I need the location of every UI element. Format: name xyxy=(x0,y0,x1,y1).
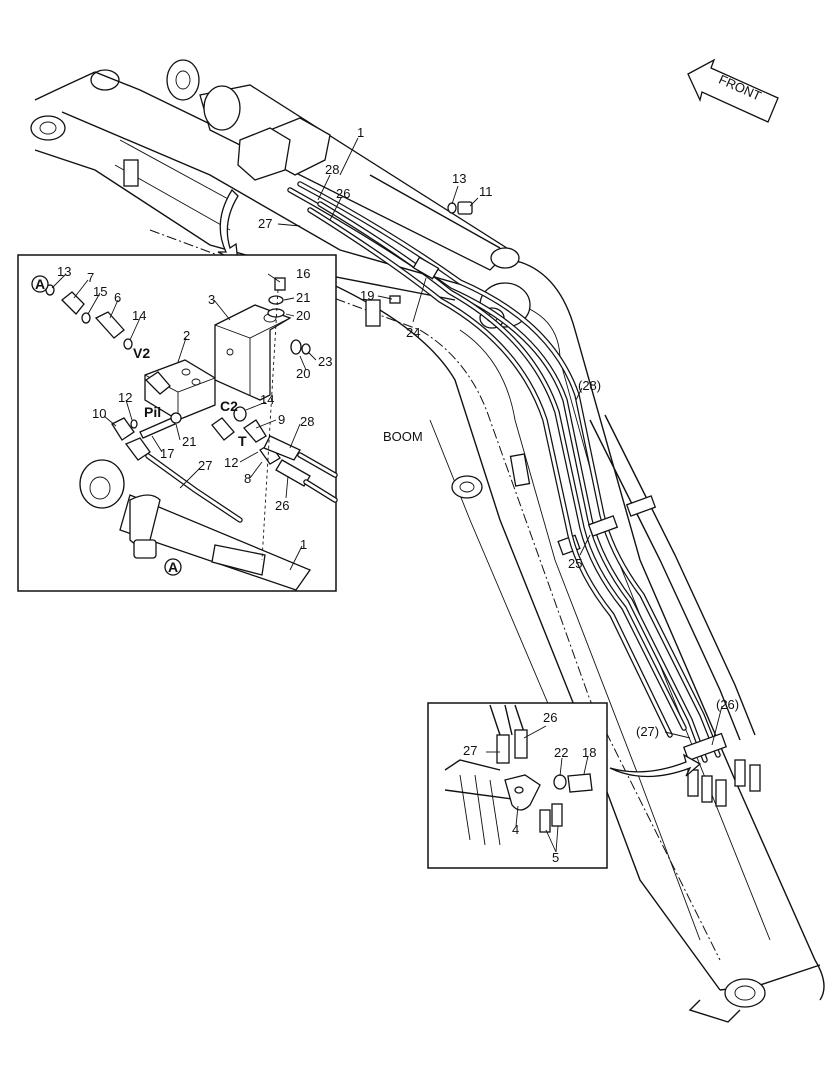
boom-structure xyxy=(30,69,825,1023)
callout-b-18: 18 xyxy=(582,745,596,760)
boom-label: BOOM xyxy=(383,429,423,444)
bolt-19 xyxy=(389,295,401,304)
callout-b-27: 27 xyxy=(463,743,477,758)
callout-1: 1 xyxy=(357,125,364,140)
callout-27-ref: (27) xyxy=(636,724,659,739)
detail-a-marker-bottom: A xyxy=(168,559,178,575)
callout-a-3: 3 xyxy=(208,292,215,307)
callout-a-21b: 21 xyxy=(182,434,196,449)
callout-28-ref: (28) xyxy=(578,378,601,393)
callout-a-28: 28 xyxy=(300,414,314,429)
callout-a-13: 13 xyxy=(57,264,71,279)
callout-a-16: 16 xyxy=(296,266,310,281)
detail-a-pointer-arrow xyxy=(217,188,239,264)
callout-13: 13 xyxy=(452,171,466,186)
port-t-label: T xyxy=(238,433,247,449)
callout-25: 25 xyxy=(568,556,582,571)
detail-a-panel xyxy=(17,254,338,592)
callout-b-4: 4 xyxy=(512,822,519,837)
callout-a-1: 1 xyxy=(300,537,307,552)
callout-a-15: 15 xyxy=(93,284,107,299)
detail-b-pointer-arrow xyxy=(609,753,702,778)
callout-a-14b: 14 xyxy=(260,392,274,407)
callout-19: 19 xyxy=(360,288,374,303)
callout-a-23: 23 xyxy=(318,354,332,369)
callout-a-9: 9 xyxy=(278,412,285,427)
callout-a-8: 8 xyxy=(244,471,251,486)
callout-a-26: 26 xyxy=(275,498,289,513)
callout-a-17: 17 xyxy=(160,446,174,461)
detail-a-callouts: A A 13 7 15 6 14 2 3 16 21 20 20 23 14 9… xyxy=(35,264,332,575)
detail-b-callouts: 26 27 22 18 4 5 xyxy=(463,710,596,865)
callout-a-10: 10 xyxy=(92,406,106,421)
callout-a-27: 27 xyxy=(198,458,212,473)
callout-a-6: 6 xyxy=(114,290,121,305)
main-callouts: 1 28 26 27 13 11 19 24 (28) 25 (26) (27)… xyxy=(258,125,739,739)
callout-a-14: 14 xyxy=(132,308,146,323)
callout-a-20b: 20 xyxy=(296,366,310,381)
callout-26-ref: (26) xyxy=(716,697,739,712)
callout-a-2: 2 xyxy=(183,328,190,343)
leader-lines xyxy=(51,137,723,853)
fitting-11-13 xyxy=(447,201,473,215)
callout-a-12: 12 xyxy=(118,390,132,405)
callout-27: 27 xyxy=(258,216,272,231)
callout-a-21: 21 xyxy=(296,290,310,305)
detail-b-panel xyxy=(427,702,608,869)
port-v2-label: V2 xyxy=(133,345,150,361)
port-c2-label: C2 xyxy=(220,398,238,414)
detail-a-marker-top: A xyxy=(35,276,45,292)
front-direction-arrow: FRONT xyxy=(687,58,779,123)
callout-b-26: 26 xyxy=(543,710,557,725)
port-pil-label: Pil xyxy=(144,404,161,420)
callout-a-20: 20 xyxy=(296,308,310,323)
callout-11: 11 xyxy=(479,184,493,199)
callout-26: 26 xyxy=(336,186,350,201)
callout-24: 24 xyxy=(406,325,420,340)
main-hose-bundle xyxy=(287,181,761,807)
callout-a-12b: 12 xyxy=(224,455,238,470)
callout-a-7: 7 xyxy=(87,270,94,285)
callout-b-5: 5 xyxy=(552,850,559,865)
callout-28: 28 xyxy=(325,162,339,177)
callout-b-22: 22 xyxy=(554,745,568,760)
